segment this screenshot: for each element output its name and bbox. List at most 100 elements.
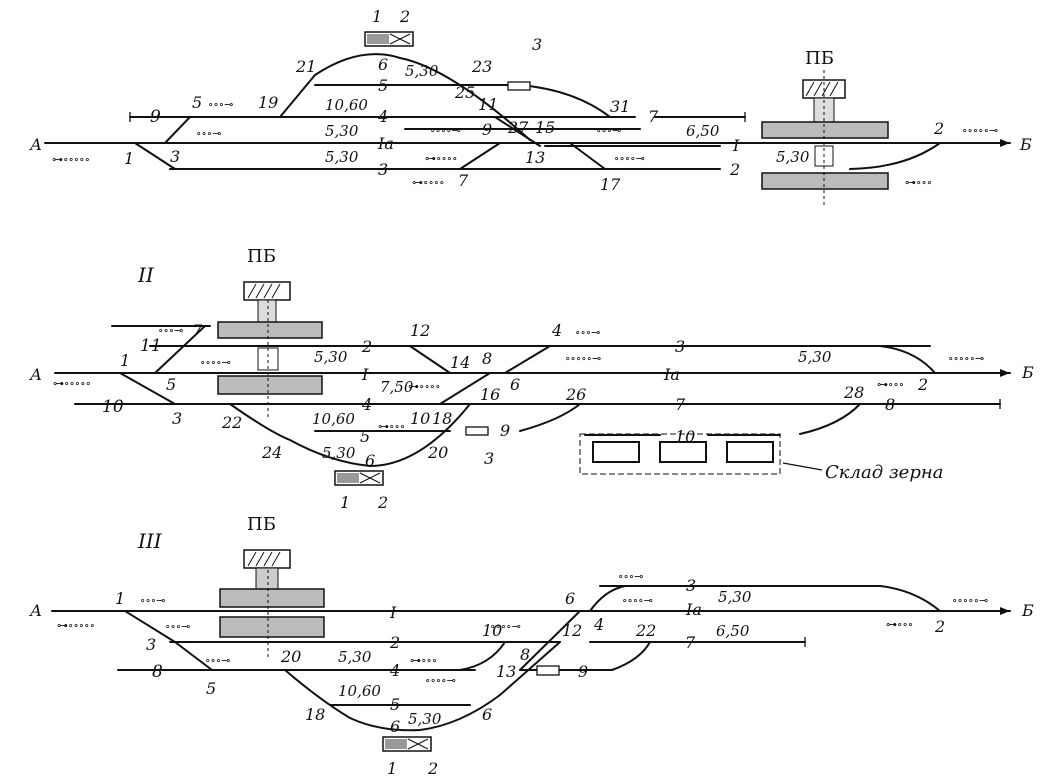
track-number-label: 7	[675, 395, 686, 414]
track-length-label: 5,30	[314, 348, 348, 366]
svg-text:∘∘∘⊸: ∘∘∘⊸	[596, 124, 621, 137]
roman-numeral-2: II	[137, 263, 155, 287]
track-number-label: 10	[102, 397, 124, 417]
svg-text:⊶∘∘∘∘: ⊶∘∘∘∘	[408, 380, 441, 393]
car-groups-2: ⊶∘∘∘∘∘ ∘∘∘⊸ ∘∘∘∘⊸ ⊶∘∘∘∘ ⊶∘∘∘ ∘∘∘⊸ ∘∘∘∘∘⊸…	[53, 324, 984, 433]
tracks-1	[44, 53, 1011, 170]
track-number-label: I	[389, 603, 397, 622]
track-number-label: 9	[150, 107, 161, 127]
switch-number-label: 7	[458, 171, 469, 190]
switch-number-label: 18	[305, 705, 325, 724]
track-number-label: I	[361, 365, 369, 384]
switch-number-label: 28	[843, 383, 864, 402]
track-length-label: 10,60	[325, 96, 368, 114]
scheme-1: ⊶∘∘∘∘∘ ∘∘∘⊸ ∘∘∘⊸ ∘∘∘∘⊸ ⊶∘∘∘∘ ⊶∘∘∘∘ ∘∘∘⊸ …	[29, 7, 1032, 205]
warehouse-number-label: 2	[377, 493, 388, 512]
svg-text:∘∘∘⊸: ∘∘∘⊸	[165, 620, 190, 633]
svg-text:∘∘∘∘⊸: ∘∘∘∘⊸	[200, 356, 231, 369]
switch-number-label: 3	[146, 635, 156, 654]
track-length-label: 10,60	[338, 682, 381, 700]
warehouse-number-label: 1	[340, 493, 350, 512]
svg-text:∘∘∘⊸: ∘∘∘⊸	[140, 594, 165, 607]
switch-number-label: 9	[482, 120, 492, 139]
svg-text:⊶∘∘∘∘: ⊶∘∘∘∘	[425, 152, 458, 165]
warehouse-label: Склад зерна	[825, 462, 943, 483]
end-a: А	[29, 135, 42, 154]
svg-text:⊶∘∘∘: ⊶∘∘∘	[877, 378, 904, 391]
track-length-label: 6,50	[716, 622, 750, 640]
buildings-1	[364, 31, 889, 205]
end-a: А	[29, 365, 42, 384]
track-number-label: 8	[152, 662, 163, 682]
svg-text:∘∘∘∘⊸: ∘∘∘∘⊸	[614, 152, 645, 165]
svg-text:∘∘∘∘∘⊸: ∘∘∘∘∘⊸	[565, 352, 601, 365]
track-number-label: 4	[389, 661, 400, 680]
switch-number-label: 10	[482, 621, 502, 640]
track-number-label: 2	[361, 337, 372, 356]
pb-label: ПБ	[805, 48, 834, 69]
track-length-label: 5,30	[798, 348, 832, 366]
switch-number-label: 14	[450, 353, 470, 372]
switch-number-label: 22	[221, 413, 242, 432]
switch-number-label: 15	[535, 118, 555, 137]
svg-text:∘∘∘∘⊸: ∘∘∘∘⊸	[430, 124, 461, 137]
switch-number-label: 4	[593, 615, 604, 634]
svg-text:⊶∘∘∘∘∘: ⊶∘∘∘∘∘	[57, 619, 95, 632]
svg-text:∘∘∘∘⊸: ∘∘∘∘⊸	[490, 620, 521, 633]
switch-number-label: 20	[280, 647, 301, 666]
track-number-label: 4	[377, 107, 388, 126]
svg-text:∘∘∘∘⊸: ∘∘∘∘⊸	[622, 594, 653, 607]
switch-number-label: 1	[115, 589, 125, 608]
switch-number-label: 17	[600, 175, 621, 194]
svg-text:⊶∘∘∘: ⊶∘∘∘	[410, 654, 437, 667]
track-number-label: 6	[378, 55, 388, 74]
car-groups-1: ⊶∘∘∘∘∘ ∘∘∘⊸ ∘∘∘⊸ ∘∘∘∘⊸ ⊶∘∘∘∘ ⊶∘∘∘∘ ∘∘∘⊸ …	[52, 98, 998, 189]
switch-number-label: 24	[261, 443, 282, 462]
tracks-2	[54, 325, 1011, 468]
switch-number-label: 13	[525, 148, 545, 167]
track-length-label: 5,30	[718, 588, 752, 606]
svg-text:⊶∘∘∘∘∘: ⊶∘∘∘∘∘	[52, 153, 90, 166]
track-length-label: 5,30	[408, 710, 442, 728]
track-number-label: 11	[140, 336, 162, 356]
track-number-label: Iа	[685, 600, 702, 619]
switch-number-label: 5	[206, 679, 216, 698]
switch-number-label: 3	[170, 147, 180, 166]
switch-number-label: 8	[482, 349, 492, 368]
track-number-label: Iа	[377, 134, 394, 153]
end-b: Б	[1019, 135, 1032, 154]
switch-number-label: 18	[432, 409, 452, 428]
svg-text:∘∘∘∘∘⊸: ∘∘∘∘∘⊸	[952, 594, 988, 607]
track-number-label: 6	[365, 451, 375, 470]
switch-number-label: 11	[478, 95, 498, 114]
switch-number-label: 5	[166, 375, 176, 394]
track-number-label: 4	[361, 395, 372, 414]
switch-number-label: 31	[610, 97, 630, 116]
labels-3: А Б 1 3 8 5 20 I 2 4 5 6 5,30 10,60 5,30…	[29, 576, 1034, 778]
switch-number-label: 7	[192, 321, 203, 340]
warehouse-number-label: 3	[532, 35, 542, 54]
switch-number-label: 6	[565, 589, 575, 608]
track-number-label: 3	[675, 337, 685, 356]
grain-warehouse	[579, 433, 781, 475]
svg-text:∘∘∘∘∘⊸: ∘∘∘∘∘⊸	[948, 352, 984, 365]
track-length-label: 10,60	[312, 410, 355, 428]
track-number-label: 10	[675, 427, 695, 446]
end-b: Б	[1021, 363, 1034, 382]
switch-number-label: 16	[480, 385, 500, 404]
svg-text:∘∘∘∘∘⊸: ∘∘∘∘∘⊸	[962, 124, 998, 137]
track-number-label: Iа	[663, 365, 680, 384]
car-groups-3: ⊶∘∘∘∘∘ ∘∘∘⊸ ∘∘∘⊸ ∘∘∘⊸ ⊶∘∘∘ ∘∘∘∘⊸ ∘∘∘∘⊸ ∘…	[57, 570, 988, 687]
switch-number-label: 5	[192, 93, 202, 112]
track-number-label: 7	[685, 633, 696, 652]
warehouse-number-label: 3	[484, 449, 494, 468]
svg-text:⊶∘∘∘: ⊶∘∘∘	[905, 176, 932, 189]
warehouse-number-label: 1	[387, 759, 397, 778]
svg-text:∘∘∘⊸: ∘∘∘⊸	[158, 324, 183, 337]
track-number-label: I	[732, 136, 740, 155]
svg-text:∘∘∘⊸: ∘∘∘⊸	[575, 326, 600, 339]
svg-text:∘∘∘⊸: ∘∘∘⊸	[205, 654, 230, 667]
switch-number-label: 25	[454, 83, 475, 102]
track-number-label: 2	[389, 633, 400, 652]
track-number-label: 2	[729, 160, 740, 179]
